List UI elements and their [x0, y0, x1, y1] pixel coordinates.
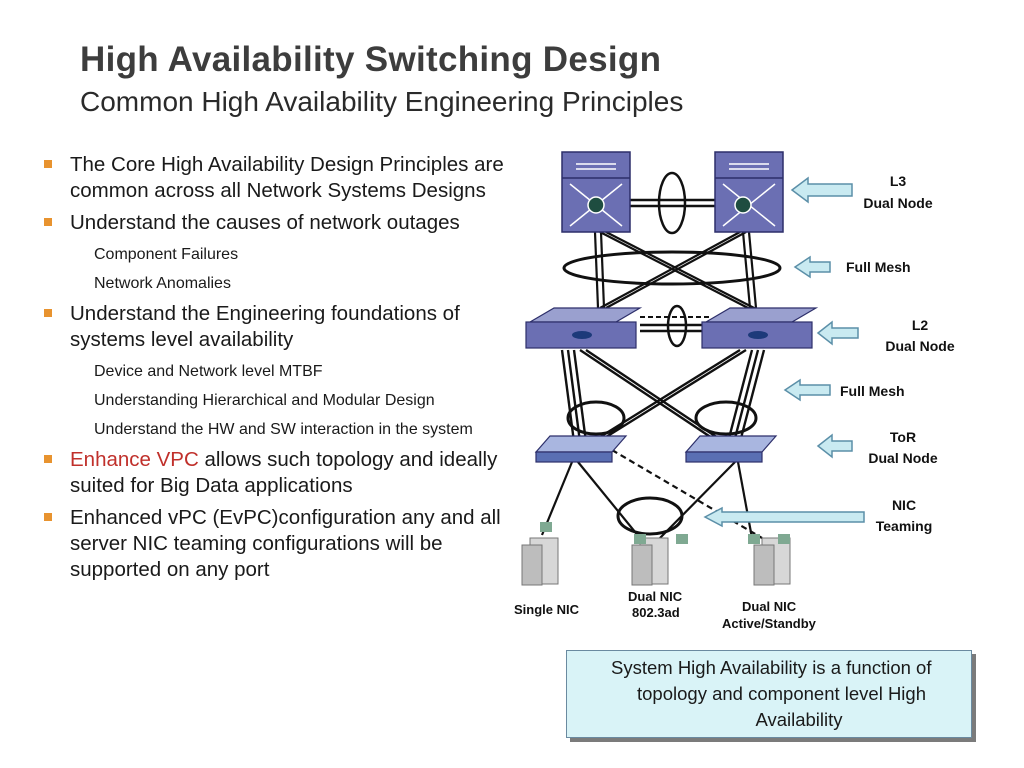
tor-switch-left — [534, 435, 628, 463]
arrow-nic-teaming-icon — [703, 506, 865, 528]
arrow-l2-icon — [816, 320, 859, 346]
l2-switch-right — [701, 307, 819, 349]
label-tor-line1: ToR — [890, 429, 916, 445]
label-nic-line2: Teaming — [876, 518, 933, 534]
label-l2-line2: Dual Node — [885, 338, 954, 354]
arrow-tor-icon — [816, 433, 853, 459]
label-full-mesh-upper: Full Mesh — [846, 259, 911, 275]
server-single-nic — [521, 522, 559, 586]
slide-title: High Availability Switching Design — [80, 40, 662, 79]
core-switch-left — [561, 151, 631, 233]
full-mesh-ring-upper — [562, 250, 782, 286]
arrow-l3-icon — [790, 176, 853, 204]
server-dual-nic-8023ad — [631, 534, 688, 586]
bullet-square-icon — [44, 455, 52, 463]
tor-to-server-links — [540, 449, 763, 539]
nic-teaming-ring — [616, 496, 684, 536]
label-dual-nic-active-line2: Active/Standby — [722, 616, 817, 631]
info-box: System High Availability is a function o… — [566, 650, 972, 738]
l2-peer-link — [640, 316, 710, 333]
core-to-l2-links — [593, 231, 759, 311]
sub-bullet-component-failures: Component Failures — [94, 246, 239, 263]
label-dual-nic-active-line1: Dual NIC — [742, 599, 797, 614]
arrow-full-mesh-lower-icon — [783, 378, 831, 402]
info-box-line2: topology and component level High — [637, 683, 926, 704]
info-box-line1: System High Availability is a function o… — [611, 657, 932, 678]
label-single-nic: Single NIC — [514, 602, 580, 617]
core-interconnect — [630, 198, 715, 208]
bullet-square-icon — [44, 513, 52, 521]
label-l3-line2: Dual Node — [863, 195, 932, 211]
bullet-core-principles: The Core High Availability Design Princi… — [44, 152, 514, 204]
l2-port-channel-ring — [666, 304, 688, 348]
full-mesh-ring-right — [694, 400, 758, 436]
network-topology-diagram: Single NIC Dual NIC 802.3ad Dual NIC Act… — [514, 151, 955, 631]
full-mesh-ring-left — [566, 400, 626, 436]
slide-subtitle: Common High Availability Engineering Pri… — [80, 86, 684, 117]
label-l3-line1: L3 — [890, 173, 907, 189]
label-l2-line1: L2 — [912, 317, 929, 333]
l2-switch-left — [525, 307, 643, 349]
bullet-square-icon — [44, 309, 52, 317]
server-dual-nic-active-standby — [748, 534, 791, 586]
bullet-square-icon — [44, 160, 52, 168]
bullet-list: The Core High Availability Design Princi… — [44, 152, 514, 589]
arrow-full-mesh-upper-icon — [793, 255, 831, 279]
bullet-engineering-foundations: Understand the Engineering foundations o… — [44, 301, 514, 353]
sub-bullet-mtbf: Device and Network level MTBF — [94, 363, 323, 380]
sub-bullet-hierarchical-design: Understanding Hierarchical and Modular D… — [94, 392, 435, 409]
l2-to-tor-links — [560, 348, 766, 444]
label-nic-line1: NIC — [892, 497, 916, 513]
core-port-channel-ring — [657, 171, 687, 235]
label-tor-line2: Dual Node — [868, 450, 937, 466]
label-full-mesh-lower: Full Mesh — [840, 383, 905, 399]
label-dual-nic-8023ad-line1: Dual NIC — [628, 589, 683, 604]
tor-switch-right — [684, 435, 778, 463]
label-dual-nic-8023ad-line2: 802.3ad — [632, 605, 680, 620]
bullet-evpc: Enhanced vPC (EvPC)configuration any and… — [44, 505, 514, 583]
sub-bullet-hw-sw-interaction: Understand the HW and SW interaction in … — [94, 421, 473, 438]
core-switch-right — [714, 151, 784, 233]
bullet-square-icon — [44, 218, 52, 226]
info-box-line3: Availability — [755, 709, 843, 730]
sub-bullet-network-anomalies: Network Anomalies — [94, 275, 231, 292]
bullet-outages: Understand the causes of network outages — [44, 210, 514, 236]
bullet-enhance-vpc: Enhance VPC allows such topology and ide… — [44, 447, 514, 499]
